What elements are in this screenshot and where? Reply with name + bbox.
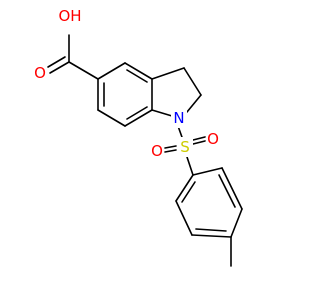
molecule-structure: OH O N S O O [32,5,243,267]
bond-c4-c3a-inner [126,69,148,83]
bond-t5-t6 [175,200,193,236]
bond-t6-t1-inner [181,181,196,203]
atom-sulfur: S [177,137,193,157]
bond-t2-t3-inner [218,174,236,208]
bond-t1-t2 [192,167,223,176]
bond-carboxyl-c-ring [68,61,99,80]
nitrogen-label: N [173,109,184,127]
atom-nitrogen: N [171,109,187,128]
bond-carboxyl-c-o-double-2 [47,56,66,68]
bond-c7-c6 [97,109,126,127]
bond-s-o-right-2 [192,140,206,145]
sulfur-label: S [180,138,190,156]
bond-c3-c2 [183,67,202,96]
bond-c5-c4 [97,62,126,80]
bond-t4-t5 [191,234,232,238]
atom-carbonyl-oxygen: O [32,64,46,82]
carbonyl-oxygen-label: O [34,64,46,82]
bond-c2-n [186,94,202,113]
hydroxyl-label: OH [58,7,81,25]
atom-hydroxyl: OH [58,5,84,27]
bond-t3-t4 [230,208,243,238]
bond-c7a-c7 [124,109,153,127]
bond-t2-t3 [221,167,243,210]
bond-n-c7a [151,109,173,117]
bond-s-o-left-1 [164,145,177,149]
sulfonyl-oxygen-left-label: O [151,142,163,160]
bond-s-o-right-1 [192,136,206,141]
bond-t4-t5-inner [195,228,227,232]
atom-sulfonyl-oxygen-left: O [150,142,164,160]
sulfonyl-oxygen-right-label: O [207,130,219,148]
atom-sulfonyl-oxygen-right: O [206,130,220,148]
bond-c4-c3a [124,62,153,80]
bond-c7a-c7-inner [126,106,148,120]
bond-s-o-left-2 [164,149,177,153]
bond-c3a-c3 [151,67,185,80]
bond-t6-t1 [175,174,194,202]
bond-carboxyl-c-o-double-1 [49,61,70,74]
bond-s-aryl [186,156,194,176]
